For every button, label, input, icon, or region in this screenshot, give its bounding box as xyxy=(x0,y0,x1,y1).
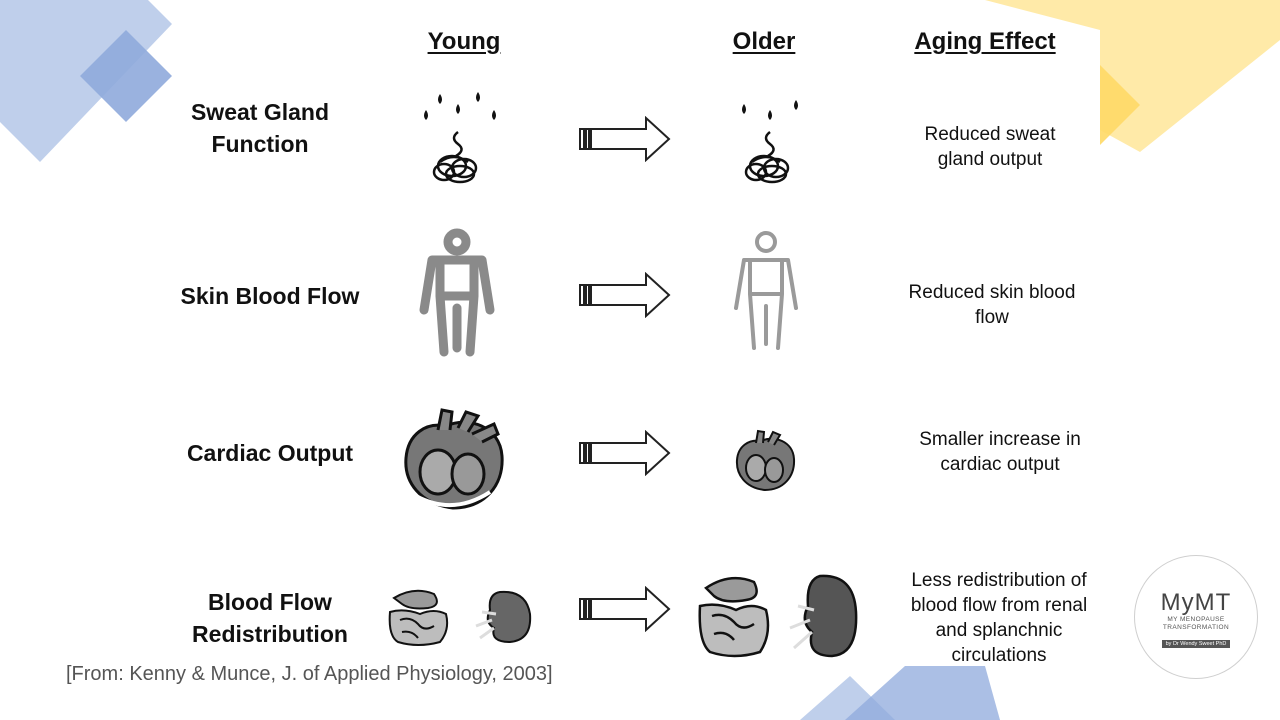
row-label-blood-flow-redistribution: Blood Flow Redistribution xyxy=(192,589,348,647)
effect-cardiac-output: Smaller increase in cardiac output xyxy=(919,429,1081,475)
header-older: Older xyxy=(732,28,796,55)
human-body-young-icon xyxy=(419,228,495,357)
intestine-young-icon xyxy=(388,589,449,646)
logo-subtitle-2: TRANSFORMATION xyxy=(1162,624,1230,631)
row-label-skin-blood-flow: Skin Blood Flow xyxy=(180,283,360,309)
logo-mark: MyMT xyxy=(1160,589,1232,616)
mymt-logo: MyMT MY MENOPAUSE TRANSFORMATION by Dr W… xyxy=(1134,555,1258,679)
right-arrow-icon xyxy=(579,272,671,318)
row-label-sweat-gland: Sweat Gland Function xyxy=(190,99,330,157)
sweat-gland-older-icon xyxy=(742,100,798,184)
yellow-diamond-large xyxy=(985,0,1280,152)
blue-diamond-small xyxy=(80,30,172,122)
sweat-gland-young-icon xyxy=(424,92,496,184)
intestine-older-icon xyxy=(698,576,770,658)
kidney-young-icon xyxy=(475,590,532,644)
kidney-older-icon xyxy=(789,574,858,658)
logo-subtitle-1: MY MENOPAUSE xyxy=(1167,616,1225,623)
right-arrow-icon xyxy=(579,586,671,632)
yellow-diamond-small xyxy=(1100,65,1140,145)
header-young: Young xyxy=(427,28,501,55)
heart-older-icon xyxy=(735,429,796,492)
effect-blood-flow-redistribution: Less redistribution of blood flow from r… xyxy=(910,570,1088,666)
human-body-older-icon xyxy=(734,231,798,350)
effect-skin-blood-flow: Reduced skin blood flow xyxy=(908,282,1076,328)
blue-bottom-shape-2 xyxy=(845,666,1000,720)
right-arrow-icon xyxy=(579,116,671,162)
logo-byline: by Dr Wendy Sweet PhD xyxy=(1161,640,1231,648)
right-arrow-icon xyxy=(579,430,671,476)
row-label-cardiac-output: Cardiac Output xyxy=(186,440,354,466)
citation: [From: Kenny & Munce, J. of Applied Phys… xyxy=(66,663,553,685)
effect-sweat-gland: Reduced sweat gland output xyxy=(924,124,1056,170)
header-aging-effect: Aging Effect xyxy=(914,28,1056,55)
heart-young-icon xyxy=(404,408,504,510)
